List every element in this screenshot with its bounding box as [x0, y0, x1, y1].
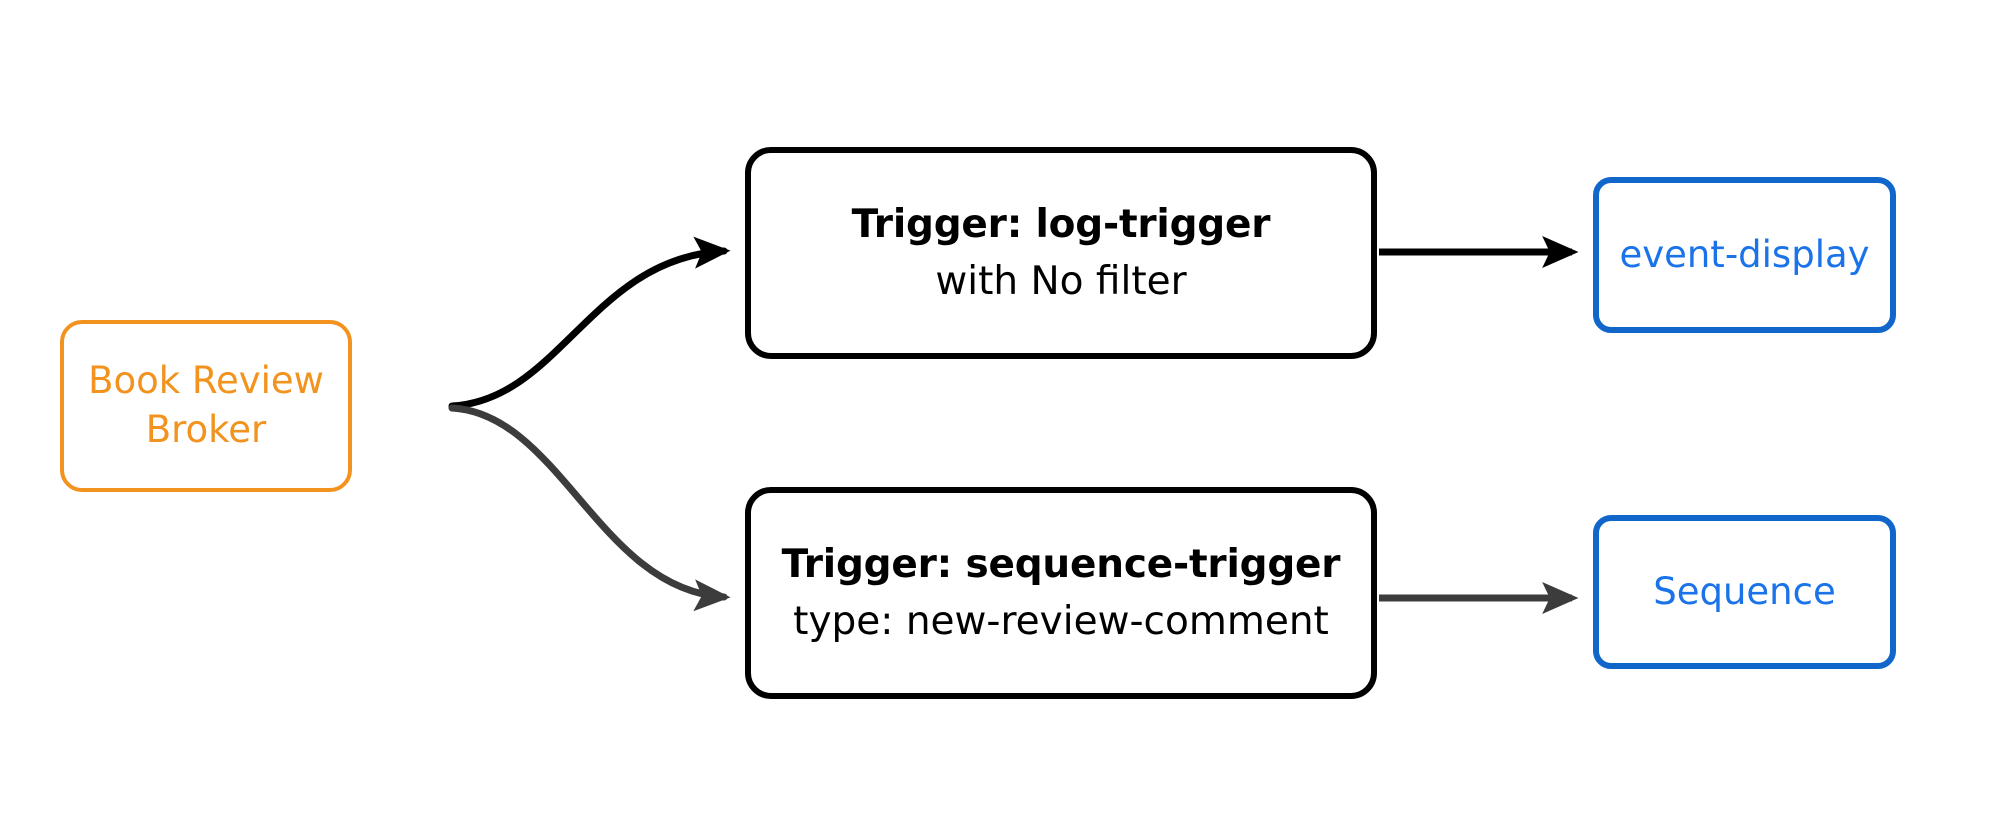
node-sequence[interactable]: Sequence	[1593, 515, 1896, 669]
log-trigger-subtitle: with No filter	[935, 258, 1187, 304]
event-display-label: event-display	[1619, 232, 1870, 276]
node-book-review-broker[interactable]: Book Review Broker	[60, 320, 352, 492]
node-log-trigger[interactable]: Trigger: log-trigger with No filter	[745, 147, 1377, 359]
node-sequence-trigger[interactable]: Trigger: sequence-trigger type: new-revi…	[745, 487, 1377, 699]
broker-label-line2: Broker	[145, 408, 267, 451]
sequence-label: Sequence	[1653, 569, 1836, 613]
sequence-trigger-subtitle: type: new-review-comment	[793, 598, 1329, 644]
broker-label-line1: Book Review	[88, 359, 324, 403]
edge-broker-to-log-trigger	[448, 236, 731, 410]
edge-broker-to-sequence-trigger	[448, 404, 731, 612]
log-trigger-title: Trigger: log-trigger	[851, 202, 1271, 248]
node-event-display[interactable]: event-display	[1593, 177, 1896, 333]
sequence-trigger-title: Trigger: sequence-trigger	[781, 542, 1341, 588]
